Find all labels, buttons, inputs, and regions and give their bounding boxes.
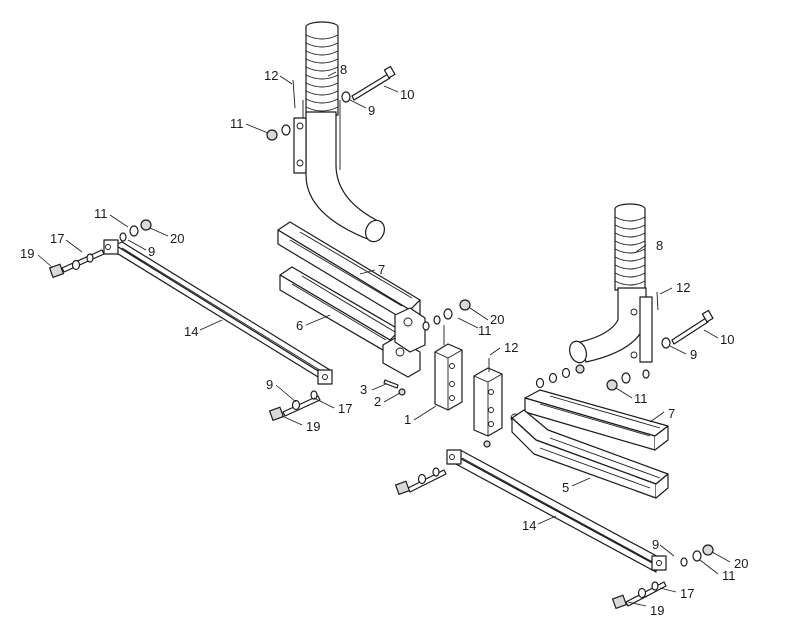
callout-2: 2 — [374, 394, 381, 409]
callout-11: 11 — [230, 116, 244, 131]
callout-3: 3 — [360, 382, 367, 397]
callout-9: 9 — [652, 537, 659, 552]
nut-right-below — [483, 440, 491, 448]
callout-7: 7 — [668, 406, 675, 421]
washer-right-b — [548, 372, 558, 384]
callout-17: 17 — [338, 401, 352, 416]
callout-9: 9 — [368, 103, 375, 118]
nut-20-center — [459, 299, 471, 311]
spring-right — [614, 203, 646, 291]
washer-17-left — [71, 259, 81, 271]
callout-5: 5 — [562, 480, 569, 495]
bolt-10-left — [351, 65, 396, 101]
washer-right-small — [642, 369, 650, 379]
callout-10: 10 — [720, 332, 734, 347]
nut-20-right — [702, 544, 714, 556]
washer-center-a — [433, 315, 441, 325]
washer-center-b — [422, 321, 430, 331]
callout-12: 12 — [264, 68, 278, 83]
washer-9-right-end — [680, 557, 688, 567]
callout-14: 14 — [522, 518, 536, 533]
callout-1: 1 — [404, 412, 411, 427]
washer-9-left — [341, 91, 351, 103]
bolt-19-left-bottom — [268, 395, 321, 422]
callout-19: 19 — [650, 603, 664, 618]
washer-17-right-a — [637, 587, 647, 599]
washer-right-a — [535, 377, 545, 389]
callout-17: 17 — [680, 586, 694, 601]
plate-right — [473, 367, 503, 437]
washer-9-right — [661, 337, 671, 349]
callout-12: 12 — [676, 280, 690, 295]
shank-right — [568, 287, 653, 364]
callout-17: 17 — [50, 231, 64, 246]
callout-19: 19 — [306, 419, 320, 434]
callout-8: 8 — [656, 238, 663, 253]
washer-right-c — [561, 367, 571, 379]
bracket-left — [382, 307, 426, 378]
washer-17b-left — [86, 253, 94, 263]
washer-11-left-top — [129, 225, 139, 237]
callout-14: 14 — [184, 324, 198, 339]
frame-5-right — [511, 409, 669, 499]
callout-20: 20 — [490, 312, 504, 327]
bolt-3 — [383, 379, 399, 389]
callout-12: 12 — [504, 340, 518, 355]
shank-left — [293, 100, 385, 243]
plate-1 — [434, 343, 463, 411]
washer-9-left-bottom — [291, 399, 301, 411]
callout-11: 11 — [722, 568, 736, 583]
spring-left — [305, 21, 339, 116]
nut-2 — [398, 388, 406, 396]
callout-6: 6 — [296, 318, 303, 333]
washer-11-right-end — [692, 550, 702, 562]
nut-right-d — [575, 364, 585, 374]
callout-labels: 12 8 10 9 11 11 20 17 9 19 7 6 14 20 11 … — [20, 62, 748, 618]
frame-7-right — [510, 389, 669, 451]
washer-11-left — [281, 124, 291, 136]
callout-8: 8 — [340, 62, 347, 77]
nut-11-left — [266, 129, 278, 141]
nut-11-right — [606, 379, 618, 391]
bolt-10-right — [671, 309, 714, 345]
washer-17-left-bottom — [310, 390, 318, 400]
callout-11: 11 — [478, 323, 492, 338]
callout-20: 20 — [734, 556, 748, 571]
callout-9: 9 — [148, 244, 155, 259]
callout-11: 11 — [634, 391, 648, 406]
bar-14-left — [103, 239, 333, 385]
callout-10: 10 — [400, 87, 414, 102]
callout-9: 9 — [266, 377, 273, 392]
bar-14-right — [446, 449, 667, 573]
pin-12-left — [292, 79, 296, 109]
washer-11-right — [621, 372, 631, 384]
callout-11: 11 — [94, 206, 108, 221]
washer-right-top-b — [432, 467, 440, 477]
leader-lines — [37, 71, 731, 607]
washer-right-top-a — [417, 473, 427, 485]
washer-11-center — [443, 308, 453, 320]
callout-19: 19 — [20, 246, 34, 261]
callout-20: 20 — [170, 231, 184, 246]
callout-7: 7 — [378, 262, 385, 277]
pin-12-right — [656, 291, 659, 311]
callout-9: 9 — [690, 347, 697, 362]
washer-17-right-b — [651, 581, 659, 591]
nut-20-left — [140, 219, 152, 231]
washer-9-left-top — [119, 232, 127, 242]
